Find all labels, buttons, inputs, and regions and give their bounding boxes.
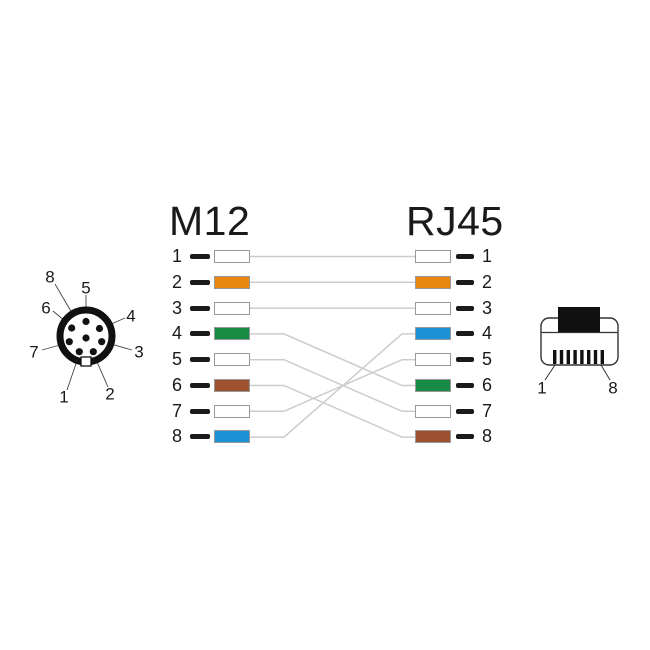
m12-row-4-dash <box>190 331 210 336</box>
m12-row-1: 1 <box>160 246 250 266</box>
rj45-row-3: 3 <box>415 298 493 318</box>
rj45-row-8-wire-color <box>415 430 451 443</box>
rj45-pin8-label: 8 <box>608 379 617 398</box>
wire-m12-7-to-rj45-5 <box>250 358 415 413</box>
m12-row-7: 7 <box>160 401 250 421</box>
rj45-row-2-wire-color <box>415 276 451 289</box>
wire-m12-4-to-rj45-6 <box>250 333 415 387</box>
rj45-row-1-wire-color <box>415 250 451 263</box>
m12-row-2-number: 2 <box>171 272 182 292</box>
m12-row-7-number: 7 <box>171 401 182 421</box>
m12-pin-label-6: 6 <box>41 299 50 318</box>
rj45-contact-pins <box>553 350 604 364</box>
rj45-row-1-dash <box>456 254 474 259</box>
m12-row-5: 5 <box>160 349 250 369</box>
rj45-row-3-wire-color <box>415 302 451 315</box>
m12-pin-label-8: 8 <box>45 268 54 287</box>
rj45-row-6-dash <box>456 383 474 388</box>
m12-row-5-number: 5 <box>171 349 182 369</box>
m12-row-8: 8 <box>160 426 250 446</box>
m12-row-6-number: 6 <box>171 375 182 395</box>
m12-row-8-dash <box>190 434 210 439</box>
m12-row-3-dash <box>190 306 210 311</box>
wire-m12-5-to-rj45-7 <box>250 358 415 413</box>
rj45-row-5-wire-color <box>415 353 451 366</box>
rj45-row-5-number: 5 <box>482 349 493 369</box>
m12-row-1-dash <box>190 254 210 259</box>
rj45-row-1-number: 1 <box>482 246 493 266</box>
rj45-row-3-dash <box>456 306 474 311</box>
m12-row-2: 2 <box>160 272 250 292</box>
m12-row-8-wire-color <box>214 430 250 443</box>
rj45-row-4-number: 4 <box>482 323 493 343</box>
rj45-row-4: 4 <box>415 323 493 343</box>
rj45-pin1-label: 1 <box>537 379 546 398</box>
m12-row-2-dash <box>190 280 210 285</box>
m12-pin-label-4: 4 <box>126 307 135 326</box>
rj45-row-7-wire-color <box>415 405 451 418</box>
m12-row-7-dash <box>190 409 210 414</box>
rj45-row-6-number: 6 <box>482 375 493 395</box>
m12-pin-label-5: 5 <box>81 279 90 298</box>
rj45-latch-tab <box>558 307 600 332</box>
m12-row-6-dash <box>190 383 210 388</box>
rj45-connector-icon: 1 8 <box>537 307 619 398</box>
m12-row-5-wire-color <box>214 353 250 366</box>
rj45-row-1: 1 <box>415 246 493 266</box>
rj45-row-3-number: 3 <box>482 298 493 318</box>
m12-row-2-wire-color <box>214 276 250 289</box>
rj45-leader-lines <box>544 364 611 381</box>
m12-row-4: 4 <box>160 323 250 343</box>
rj45-row-8-dash <box>456 434 474 439</box>
wire-m12-6-to-rj45-8 <box>250 384 415 438</box>
m12-pin-label-2: 2 <box>105 385 114 404</box>
m12-pin-label-7: 7 <box>29 343 38 362</box>
m12-row-1-number: 1 <box>171 246 182 266</box>
rj45-row-4-wire-color <box>415 327 451 340</box>
m12-row-3-wire-color <box>214 302 250 315</box>
m12-connector-icon: 1 2 3 4 5 6 7 8 <box>29 268 143 407</box>
rj45-row-2-number: 2 <box>482 272 493 292</box>
wire-m12-8-to-rj45-4 <box>250 333 415 438</box>
m12-pin-label-3: 3 <box>134 343 143 362</box>
rj45-row-6: 6 <box>415 375 493 395</box>
m12-row-4-wire-color <box>214 327 250 340</box>
rj45-row-5-dash <box>456 357 474 362</box>
m12-row-1-wire-color <box>214 250 250 263</box>
m12-row-7-wire-color <box>214 405 250 418</box>
m12-column-title: M12 <box>169 198 251 244</box>
m12-keyway-notch <box>80 356 92 367</box>
rj45-row-6-wire-color <box>415 379 451 392</box>
m12-row-5-dash <box>190 357 210 362</box>
rj45-row-8: 8 <box>415 426 493 446</box>
rj45-row-7-dash <box>456 409 474 414</box>
m12-row-3: 3 <box>160 298 250 318</box>
m12-row-3-number: 3 <box>171 298 182 318</box>
rj45-row-5: 5 <box>415 349 493 369</box>
m12-row-6: 6 <box>160 375 250 395</box>
rj45-row-2: 2 <box>415 272 493 292</box>
rj45-row-7: 7 <box>415 401 493 421</box>
m12-row-4-number: 4 <box>171 323 182 343</box>
rj45-row-8-number: 8 <box>482 426 493 446</box>
m12-row-8-number: 8 <box>171 426 182 446</box>
m12-pin-label-1: 1 <box>59 388 68 407</box>
rj45-row-2-dash <box>456 280 474 285</box>
rj45-row-7-number: 7 <box>482 401 493 421</box>
rj45-column-title: RJ45 <box>406 198 504 244</box>
m12-pin-dots <box>65 317 106 356</box>
rj45-row-4-dash <box>456 331 474 336</box>
m12-row-6-wire-color <box>214 379 250 392</box>
